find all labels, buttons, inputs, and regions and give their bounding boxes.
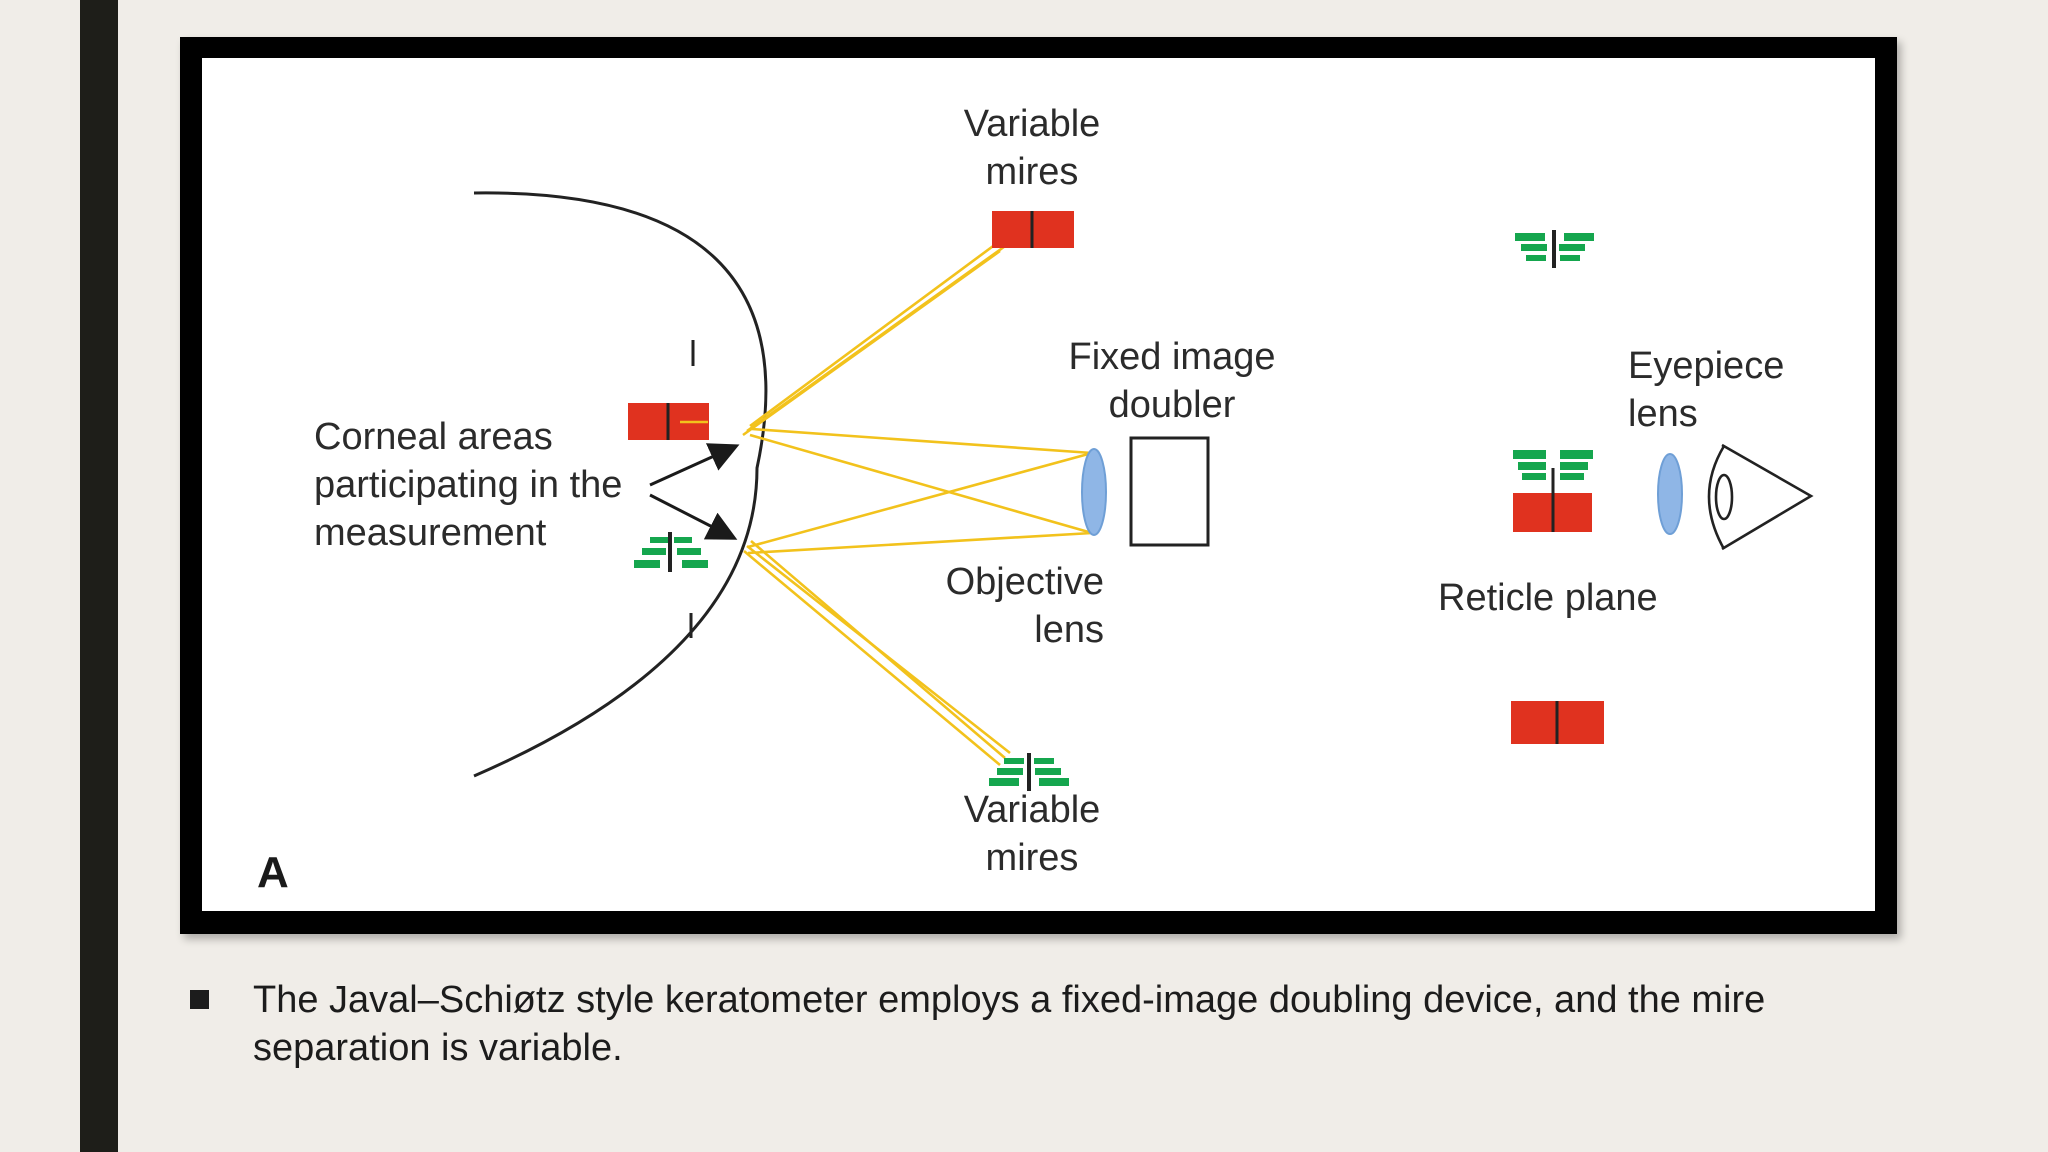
slide-accent-bar [80, 0, 118, 1152]
label-line: lens [1034, 609, 1104, 651]
label-line: doubler [1108, 384, 1236, 426]
cornea-arc-icon [473, 191, 768, 778]
label-line: participating in the [314, 464, 623, 506]
label-corneal-areas: Corneal areas participating in the measu… [314, 413, 622, 557]
corneal-red-mire [628, 403, 709, 440]
corneal-arrow-lower [649, 493, 738, 540]
corneal-green-mire [634, 532, 708, 572]
label-line: Eyepiece [1628, 345, 1785, 387]
reticle-green-mire-top [1515, 230, 1594, 268]
label-line: Variable [963, 103, 1101, 145]
objective-lens-icon [1081, 448, 1107, 536]
label-line: lens [1628, 393, 1698, 435]
label-line: Fixed image [1068, 336, 1276, 378]
figure-frame: Variable mires Corneal areas participati… [180, 37, 1897, 934]
light-rays [742, 236, 1093, 766]
eye-icon [1707, 443, 1814, 551]
diagram-svg [473, 191, 1814, 791]
label-line: Objective [945, 561, 1104, 603]
label-line: measurement [314, 512, 547, 554]
label-objective-lens: Objective lens [882, 558, 1104, 654]
square-bullet-icon [190, 990, 209, 1009]
variable-mire-green-bottom [989, 753, 1069, 791]
label-reticle-plane: Reticle plane [1438, 577, 1658, 619]
keratometer-diagram: Variable mires Corneal areas participati… [202, 58, 1875, 911]
label-line: Corneal areas [314, 416, 553, 458]
reticle-red-mire-middle [1513, 468, 1592, 532]
corneal-arrow-upper [649, 443, 740, 487]
label-line: mires [985, 837, 1079, 879]
label-line: Variable [963, 789, 1101, 831]
label-variable-mires-top: Variable mires [937, 100, 1127, 196]
eyepiece-lens-icon [1657, 453, 1683, 535]
reticle-green-mire-middle [1513, 450, 1593, 480]
label-eyepiece-lens: Eyepiece lens [1628, 342, 1784, 438]
label-line: mires [985, 151, 1079, 193]
variable-mire-red-top [992, 211, 1074, 248]
label-variable-mires-bottom: Variable mires [937, 786, 1127, 882]
bullet-text: The Javal–Schiøtz style keratometer empl… [253, 979, 1766, 1069]
panel-letter: A [257, 848, 289, 897]
label-fixed-image-doubler: Fixed image doubler [1057, 333, 1287, 429]
image-doubler-icon [1129, 436, 1210, 547]
reticle-red-mire-bottom [1511, 701, 1604, 744]
